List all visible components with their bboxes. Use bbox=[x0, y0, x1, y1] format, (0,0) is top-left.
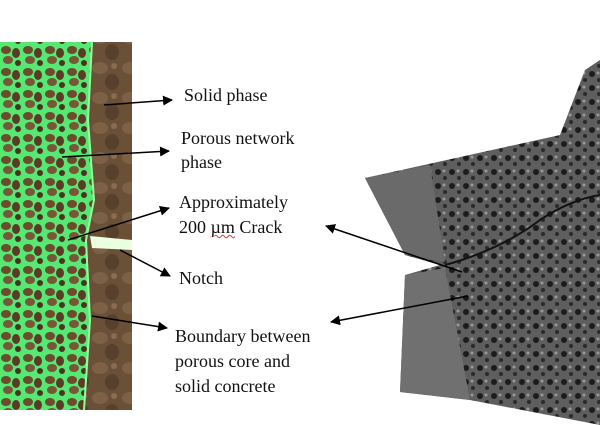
crack-size: 200 bbox=[179, 217, 206, 237]
label-porous-network-line2: phase bbox=[181, 152, 222, 172]
notch bbox=[90, 236, 132, 250]
label-crack-line1: Approximately bbox=[179, 192, 288, 212]
label-crack-line2: 200 µm Crack bbox=[179, 216, 282, 238]
crack-unit: µm bbox=[210, 217, 235, 237]
crack-word: Crack bbox=[239, 217, 283, 237]
label-solid-phase: Solid phase bbox=[184, 85, 268, 105]
label-boundary-line2: porous core and bbox=[175, 351, 290, 371]
annotation-arrows bbox=[61, 95, 469, 332]
crack bbox=[444, 194, 600, 266]
label-notch: Notch bbox=[179, 268, 223, 288]
label-porous-network-line1: Porous network bbox=[181, 128, 295, 148]
ct-specimen-image bbox=[365, 60, 600, 425]
label-boundary-line3: solid concrete bbox=[175, 376, 276, 396]
label-boundary-line1: Boundary between bbox=[175, 326, 311, 346]
